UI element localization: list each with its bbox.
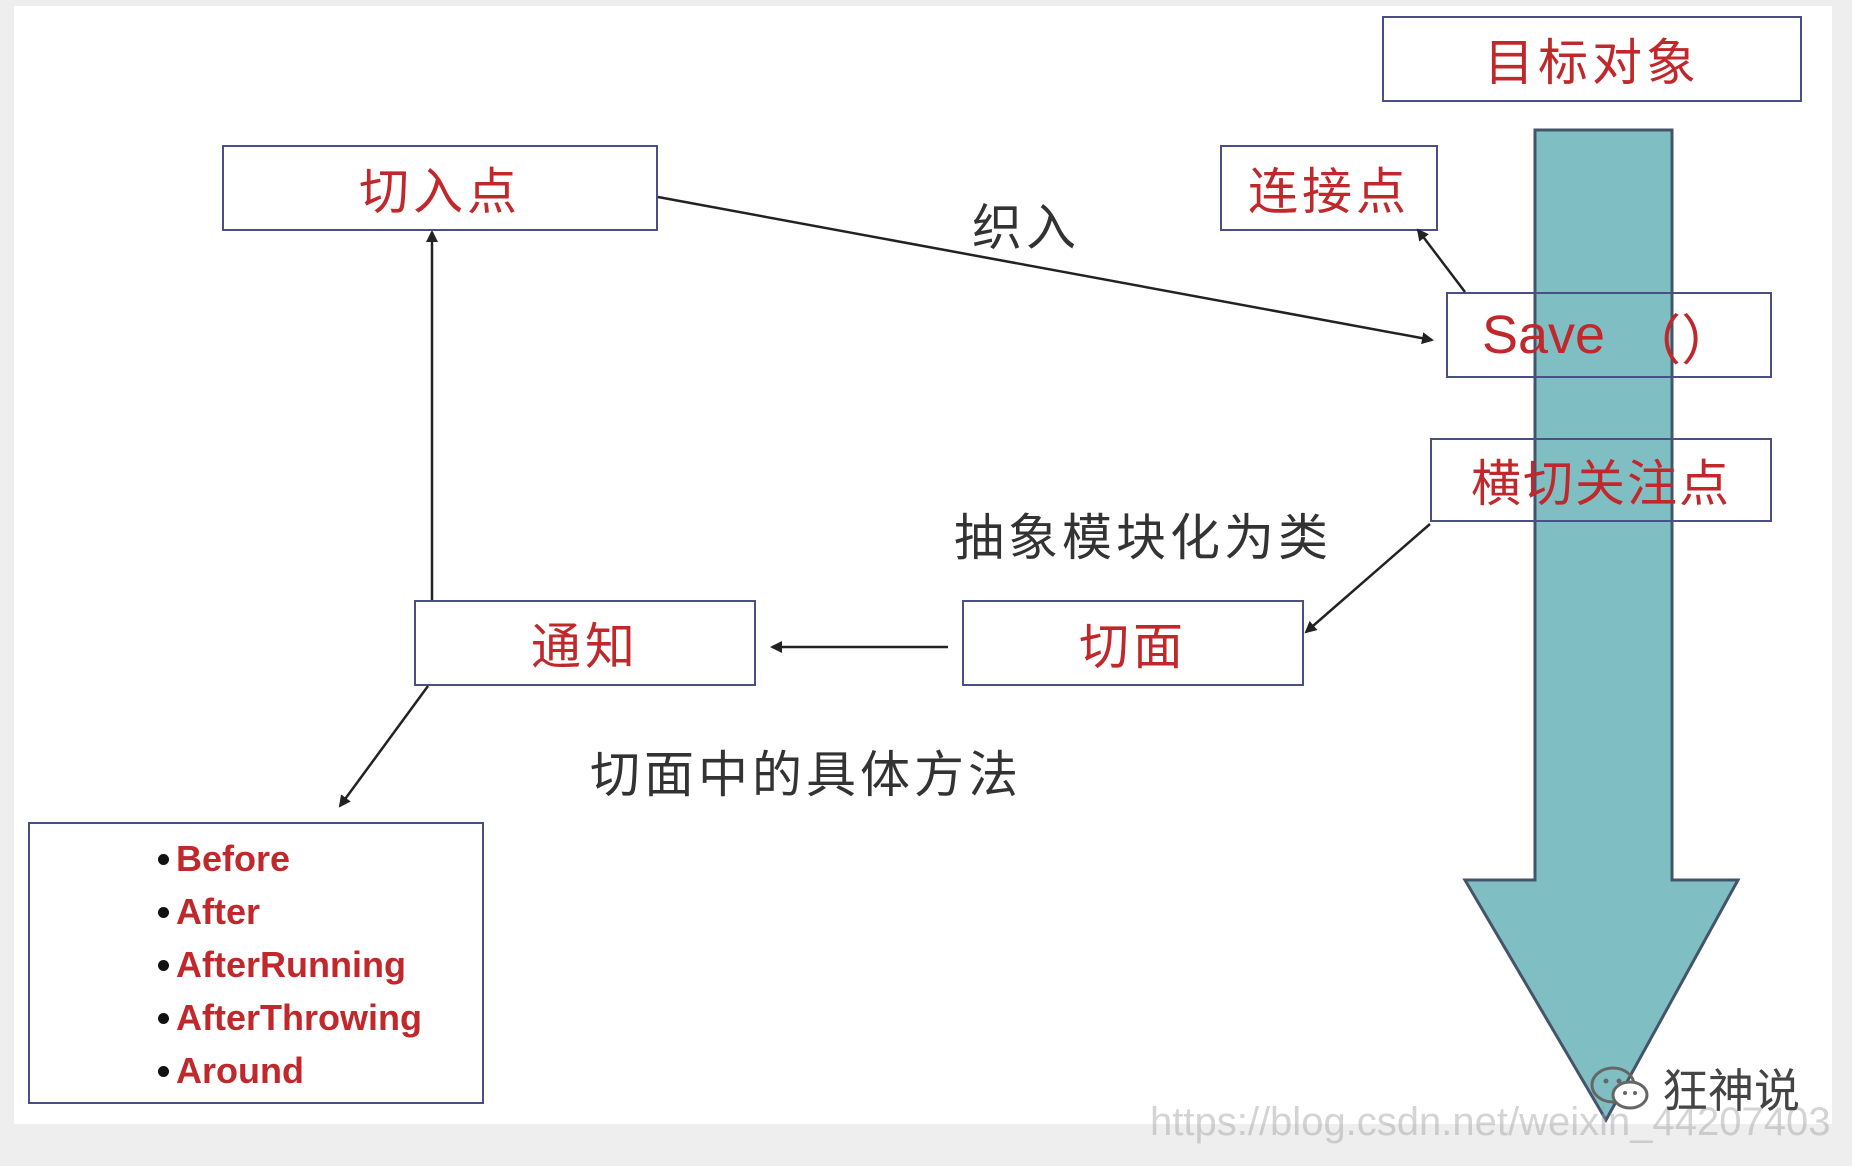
target-object-label: 目标对象 [1484,34,1700,92]
weave-label: 织入 [972,199,1080,257]
crosscutting-concern-label: 横切关注点 [1471,455,1731,513]
pointcut-label: 切入点 [359,163,521,221]
join-point-label: 连接点 [1248,163,1410,221]
bullet-icon [158,1013,169,1024]
brand-name: 狂神说 [1662,1064,1800,1118]
aspect-methods-label: 切面中的具体方法 [590,746,1022,804]
target-object-box: 目标对象 [1382,16,1802,102]
aspect-box: 切面 [962,600,1304,686]
save-method-paren: （） [1627,308,1736,372]
crosscutting-concern-box: 横切关注点 [1430,438,1772,522]
advice-type-label: Before [176,838,291,879]
advice-type-item: Before [30,832,482,885]
advice-type-label: AfterRunning [176,944,406,985]
advice-type-item: Around [30,1044,482,1097]
bullet-icon [158,907,169,918]
advice-box: 通知 [414,600,756,686]
join-point-box: 连接点 [1220,145,1438,231]
bullet-icon [158,960,169,971]
advice-type-label: Around [176,1050,304,1091]
abstract-modularize-label: 抽象模块化为类 [954,509,1332,567]
bullet-icon [158,854,169,865]
advice-type-item: AfterRunning [30,938,482,991]
bullet-icon [158,1066,169,1077]
weave-connector [657,195,1434,345]
concern-to-aspect-connector [1304,523,1431,634]
advice-type-label: After [176,891,261,932]
advice-type-item: After [30,885,482,938]
aspect-label: 切面 [1079,618,1187,676]
brand-mark: 狂神说 [1588,1055,1800,1121]
save-to-join-point-connector [1416,228,1466,293]
pointcut-box: 切入点 [222,145,658,231]
watermark-url: https://blog.csdn.net/weixin_44207403 [1150,1100,1831,1144]
advice-type-item: AfterThrowing [30,991,482,1044]
advice-type-label: AfterThrowing [176,997,422,1038]
save-method-box: Save （） [1446,292,1772,378]
wechat-icon [1590,1066,1649,1110]
advice-to-types-connector [338,685,430,808]
save-method-label: Save [1482,305,1606,365]
advice-label: 通知 [531,618,639,676]
